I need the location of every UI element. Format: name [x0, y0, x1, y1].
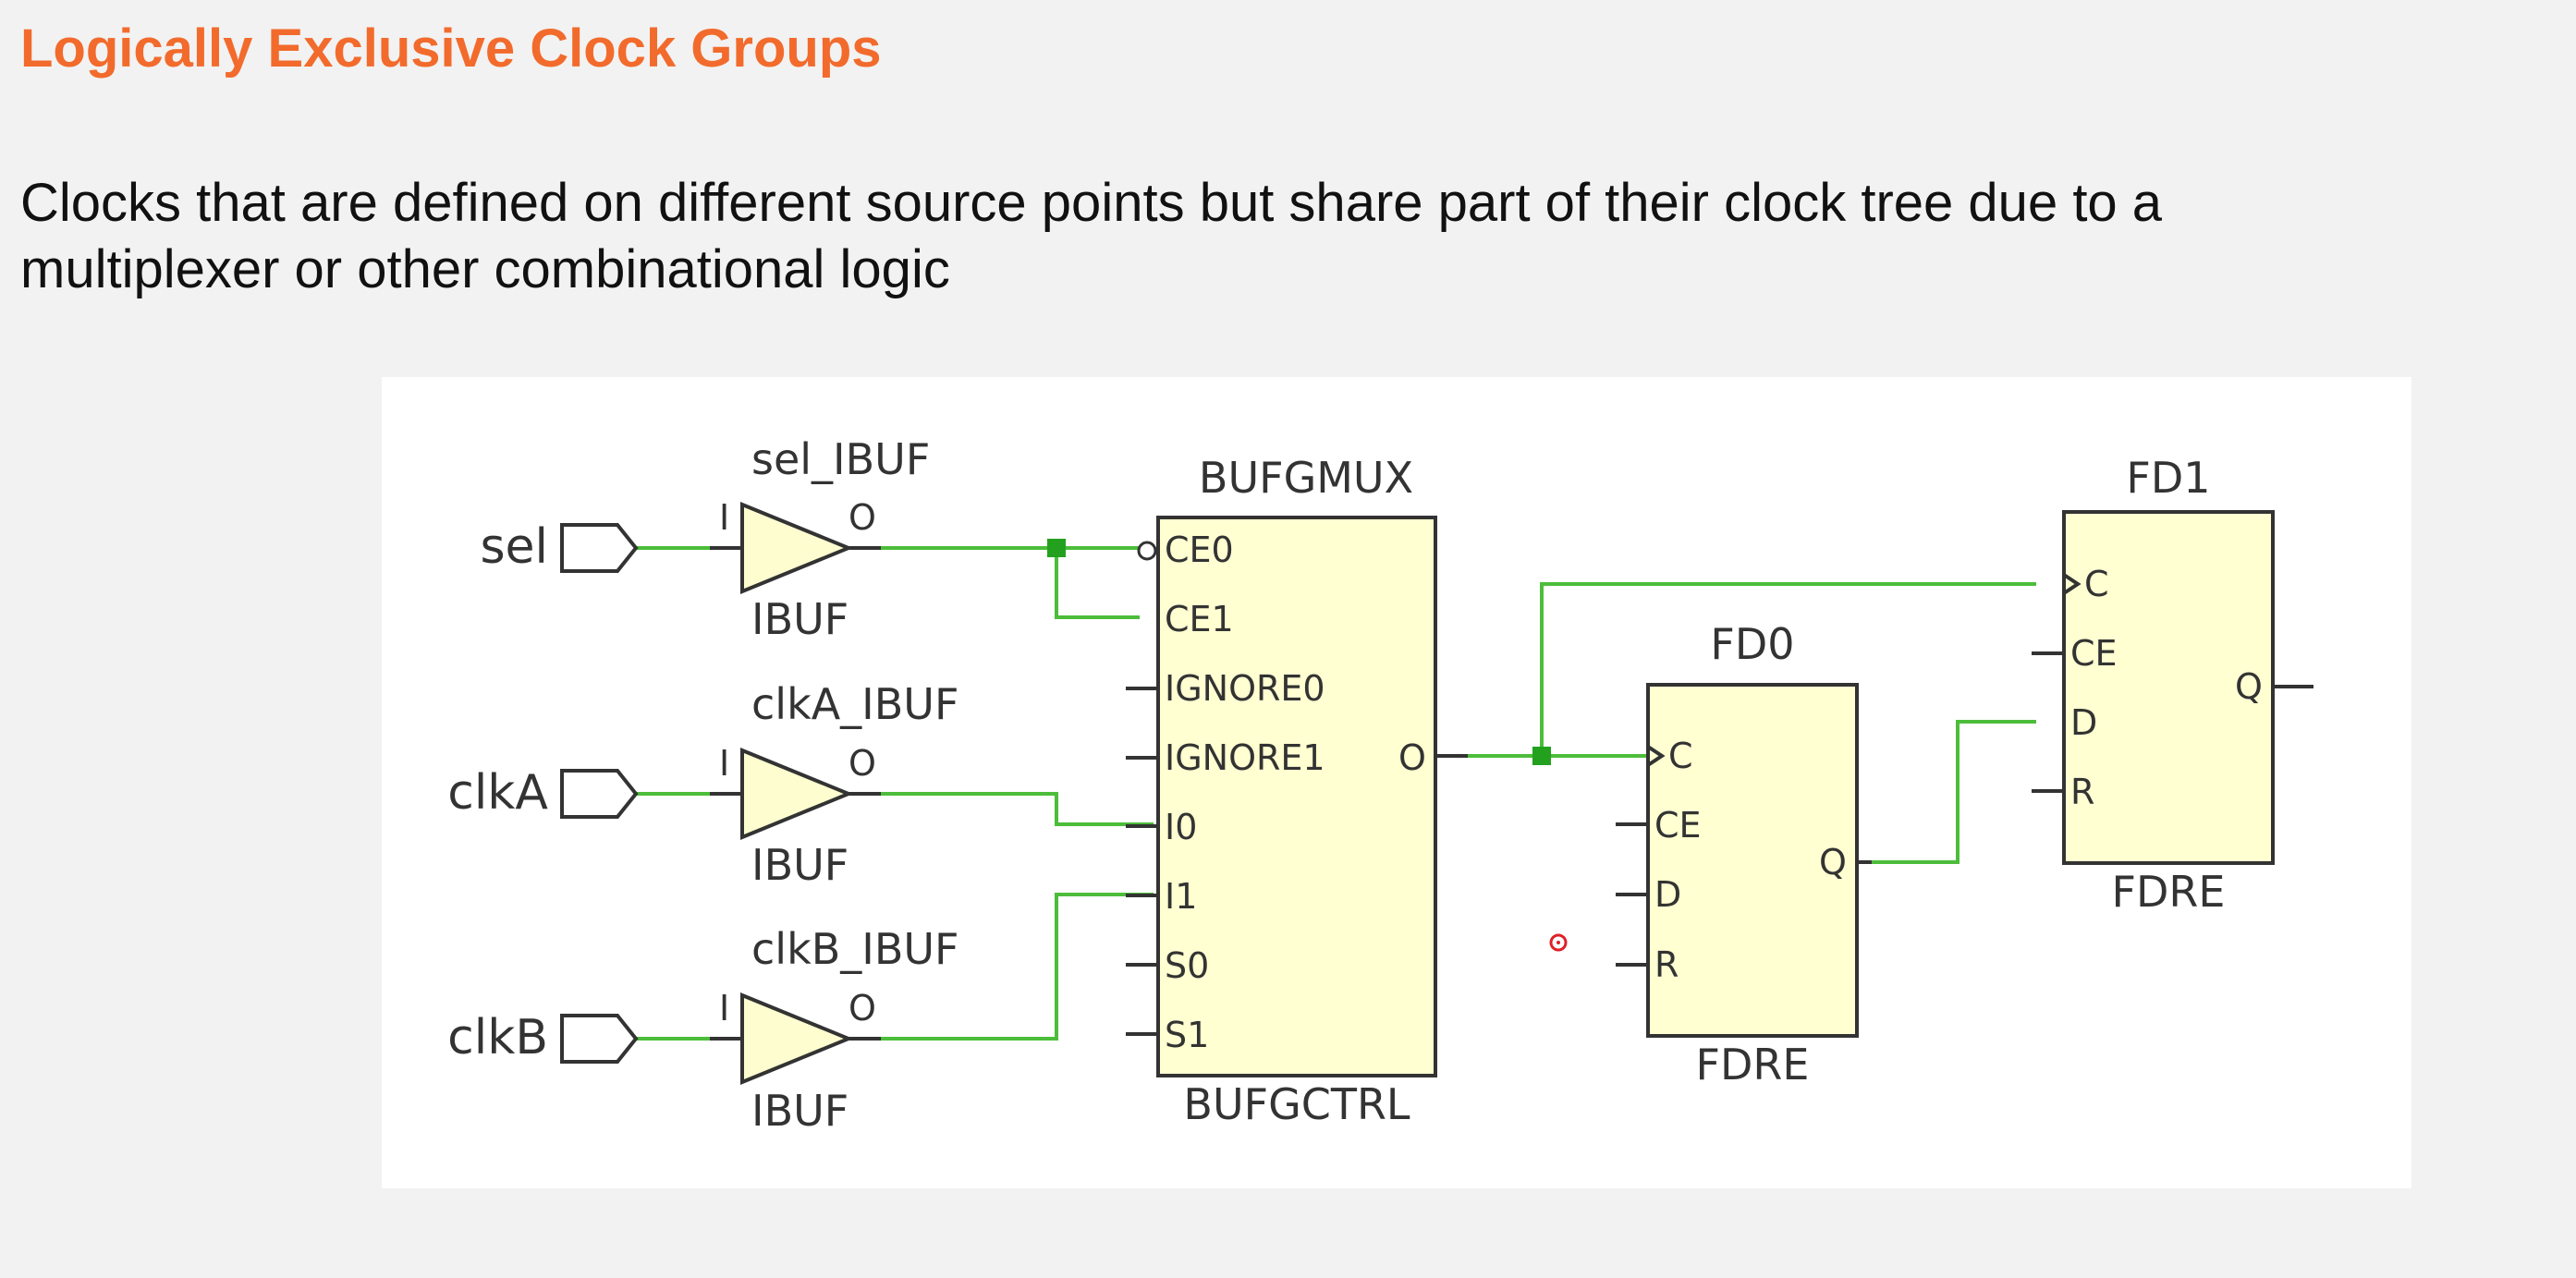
ibuf-sel-type: IBUF — [751, 594, 848, 644]
ibuf-sel-triangle[interactable] — [740, 502, 854, 594]
fd0-pin-r: R — [1654, 944, 1679, 985]
wire-clk-to-fd1[interactable] — [1540, 582, 2036, 756]
fd0-type-label: FDRE — [1696, 1040, 1810, 1089]
mux-instance-label: BUFGMUX — [1199, 453, 1413, 503]
mux-type-label: BUFGCTRL — [1183, 1079, 1410, 1129]
fd1-instance-label: FD1 — [2126, 453, 2210, 503]
fd0-pin-q: Q — [1819, 842, 1847, 882]
wire-fd0q-to-fd1d[interactable] — [1870, 720, 2036, 864]
fd1-type-label: FDRE — [2112, 867, 2226, 917]
fd1-pin-ce: CE — [2070, 633, 2118, 674]
mux-cell[interactable] — [1156, 516, 1437, 1077]
mux-pin-i1: I1 — [1165, 876, 1197, 917]
ibuf-clkb-type: IBUF — [751, 1086, 848, 1136]
mux-pin-s1: S1 — [1165, 1015, 1209, 1055]
fd1-pin-c: C — [2084, 564, 2109, 604]
schematic-diagram: sel clkA clkB sel_IBUF IBUF I O clkA_IBU… — [382, 377, 2411, 1188]
slide-description: Clocks that are defined on different sou… — [20, 173, 2163, 299]
ibuf-clkb-triangle[interactable] — [740, 992, 854, 1085]
schematic-canvas: sel clkA clkB sel_IBUF IBUF I O clkA_IBU… — [447, 434, 2314, 1136]
mux-ce0-invert-bubble — [1137, 541, 1157, 561]
wire-clkb-to-i1[interactable] — [881, 893, 1154, 1041]
wire-junction-sel — [1047, 539, 1066, 557]
ibuf-clka-pin-i: I — [719, 743, 729, 784]
wire-sel-ce1-branch[interactable] — [1055, 548, 1140, 619]
mux-pin-o: O — [1398, 737, 1426, 778]
ibuf-sel-instance: sel_IBUF — [751, 434, 930, 484]
fd0-pin-d: D — [1654, 874, 1681, 915]
ibuf-clka-triangle[interactable] — [740, 748, 854, 840]
mux-pin-s0: S0 — [1165, 945, 1209, 986]
mux-pin-i0: I0 — [1165, 807, 1197, 847]
port-clka-label: clkA — [447, 765, 548, 821]
wire-junction-clk — [1532, 747, 1551, 765]
ibuf-clkb-pin-o: O — [848, 988, 876, 1028]
mux-pin-ce0: CE0 — [1165, 529, 1234, 570]
port-sel-label: sel — [480, 519, 548, 575]
port-clkb-label: clkB — [447, 1010, 548, 1065]
port-clka[interactable] — [560, 769, 639, 819]
slide-title: Logically Exclusive Clock Groups — [20, 18, 882, 79]
wire-clka-to-i0[interactable] — [881, 792, 1154, 826]
fd0-pin-c: C — [1668, 736, 1693, 776]
ibuf-sel-pin-o: O — [848, 497, 876, 538]
mux-pin-ignore0: IGNORE0 — [1165, 668, 1325, 709]
ibuf-clka-pin-o: O — [848, 743, 876, 784]
fd0-clock-marker — [1646, 745, 1666, 767]
fd1-pin-d: D — [2070, 702, 2097, 743]
pointer-marker — [1549, 933, 1568, 952]
ibuf-clkb-instance: clkB_IBUF — [751, 924, 959, 974]
ibuf-clkb-pin-i: I — [719, 988, 729, 1028]
port-sel[interactable] — [560, 523, 639, 573]
port-clkb[interactable] — [560, 1014, 639, 1064]
fd0-instance-label: FD0 — [1710, 619, 1794, 669]
ibuf-clka-type: IBUF — [751, 840, 848, 890]
fd1-pin-r: R — [2070, 772, 2094, 812]
mux-pin-ignore1: IGNORE1 — [1165, 737, 1325, 778]
fd0-pin-ce: CE — [1654, 805, 1702, 846]
fd1-cell[interactable] — [2062, 510, 2275, 865]
fd1-pin-q: Q — [2235, 666, 2263, 707]
fd1-clock-marker — [2062, 573, 2082, 595]
fd0-cell[interactable] — [1646, 683, 1859, 1038]
ibuf-sel-pin-i: I — [719, 497, 729, 538]
ibuf-clka-instance: clkA_IBUF — [751, 679, 958, 729]
mux-pin-ce1: CE1 — [1165, 599, 1234, 639]
